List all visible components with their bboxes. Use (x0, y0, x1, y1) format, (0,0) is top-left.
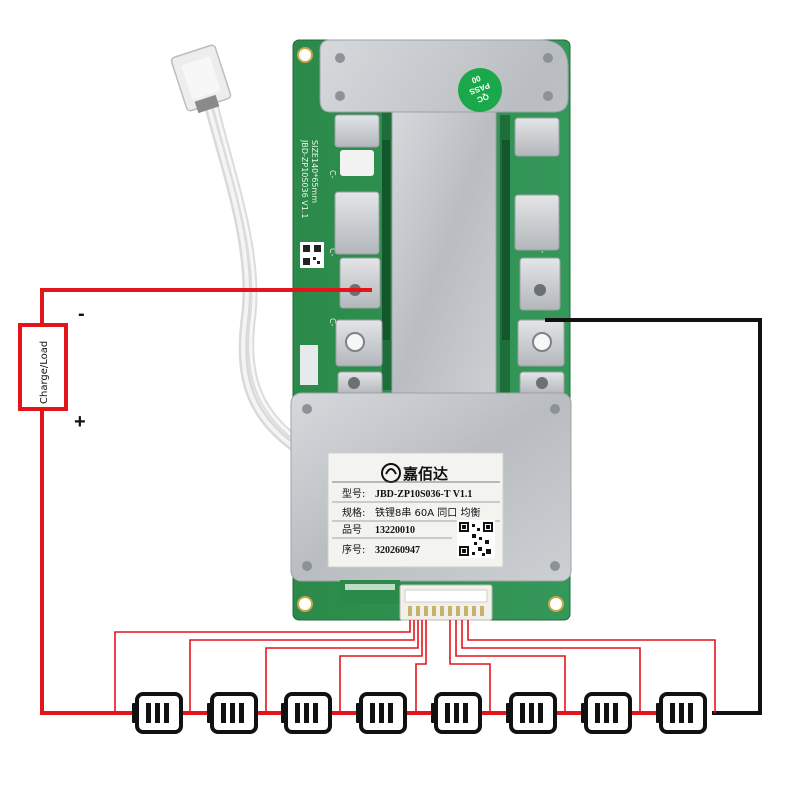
part-key: 品号 (342, 524, 362, 536)
battery-cell-icon (431, 692, 482, 734)
pcb-qr-code (300, 242, 324, 268)
battery-cell-icon (356, 692, 407, 734)
spec-value: 铁锂8串 60A 同口 均衡 (375, 506, 480, 519)
brand-name: 嘉佰达 (402, 465, 448, 483)
negative-terminal-sign: - (78, 303, 85, 325)
silkscreen-model: JBD-ZP10S036 V1.1 (300, 139, 309, 218)
mounting-hole (297, 47, 313, 63)
product-label: 嘉佰达 型号: JBD-ZP10S036-T V1.1 规格: 铁锂8串 60A… (327, 452, 504, 568)
silkscreen-size: SIZE140*65mm (310, 140, 319, 203)
charge-load-box: Charge/Load (18, 323, 68, 411)
spec-key: 规格: (342, 506, 365, 519)
battery-cell-icon (207, 692, 258, 734)
battery-cell-icon (132, 692, 183, 734)
balance-wires (114, 620, 716, 713)
serial-value: 320260947 (375, 545, 420, 556)
qc-pass-sticker: QC PASS 00 (458, 68, 502, 112)
positive-terminal-sign: + (74, 411, 86, 433)
battery-cell-icon (281, 692, 332, 734)
heatsink-top (319, 39, 569, 413)
battery-cell-icon (656, 692, 707, 734)
battery-cells (132, 692, 707, 734)
temperature-sensor-cable (202, 95, 310, 460)
pad-label-c: C- (328, 248, 337, 257)
left-pads (334, 114, 383, 395)
mounting-hole (297, 596, 313, 612)
qc-text: QC (476, 92, 491, 105)
battery-cell-icon (506, 692, 557, 734)
qc-number-text: 00 (470, 73, 482, 85)
right-pads (514, 117, 565, 395)
model-value: JBD-ZP10S036-T V1.1 (375, 489, 472, 500)
pcb-component (300, 345, 318, 385)
part-value: 13220010 (375, 525, 415, 536)
pad-label-c: C- (328, 318, 337, 327)
model-key: 型号: (342, 487, 365, 500)
main-negative-wire (40, 288, 372, 325)
main-positive-wire (40, 408, 132, 715)
balance-connector (340, 580, 493, 621)
battery-cell-icon (581, 692, 632, 734)
mounting-hole (548, 596, 564, 612)
left-mosfet-column (382, 110, 392, 390)
pad-label-c: C- (328, 170, 337, 179)
label-qr-code (457, 520, 495, 558)
battery-negative-wire (545, 318, 762, 715)
charge-load-label: Charge/Load (39, 341, 50, 404)
right-mosfet-column (500, 115, 510, 395)
serial-key: 序号: (342, 543, 365, 556)
temperature-probe (170, 44, 232, 114)
